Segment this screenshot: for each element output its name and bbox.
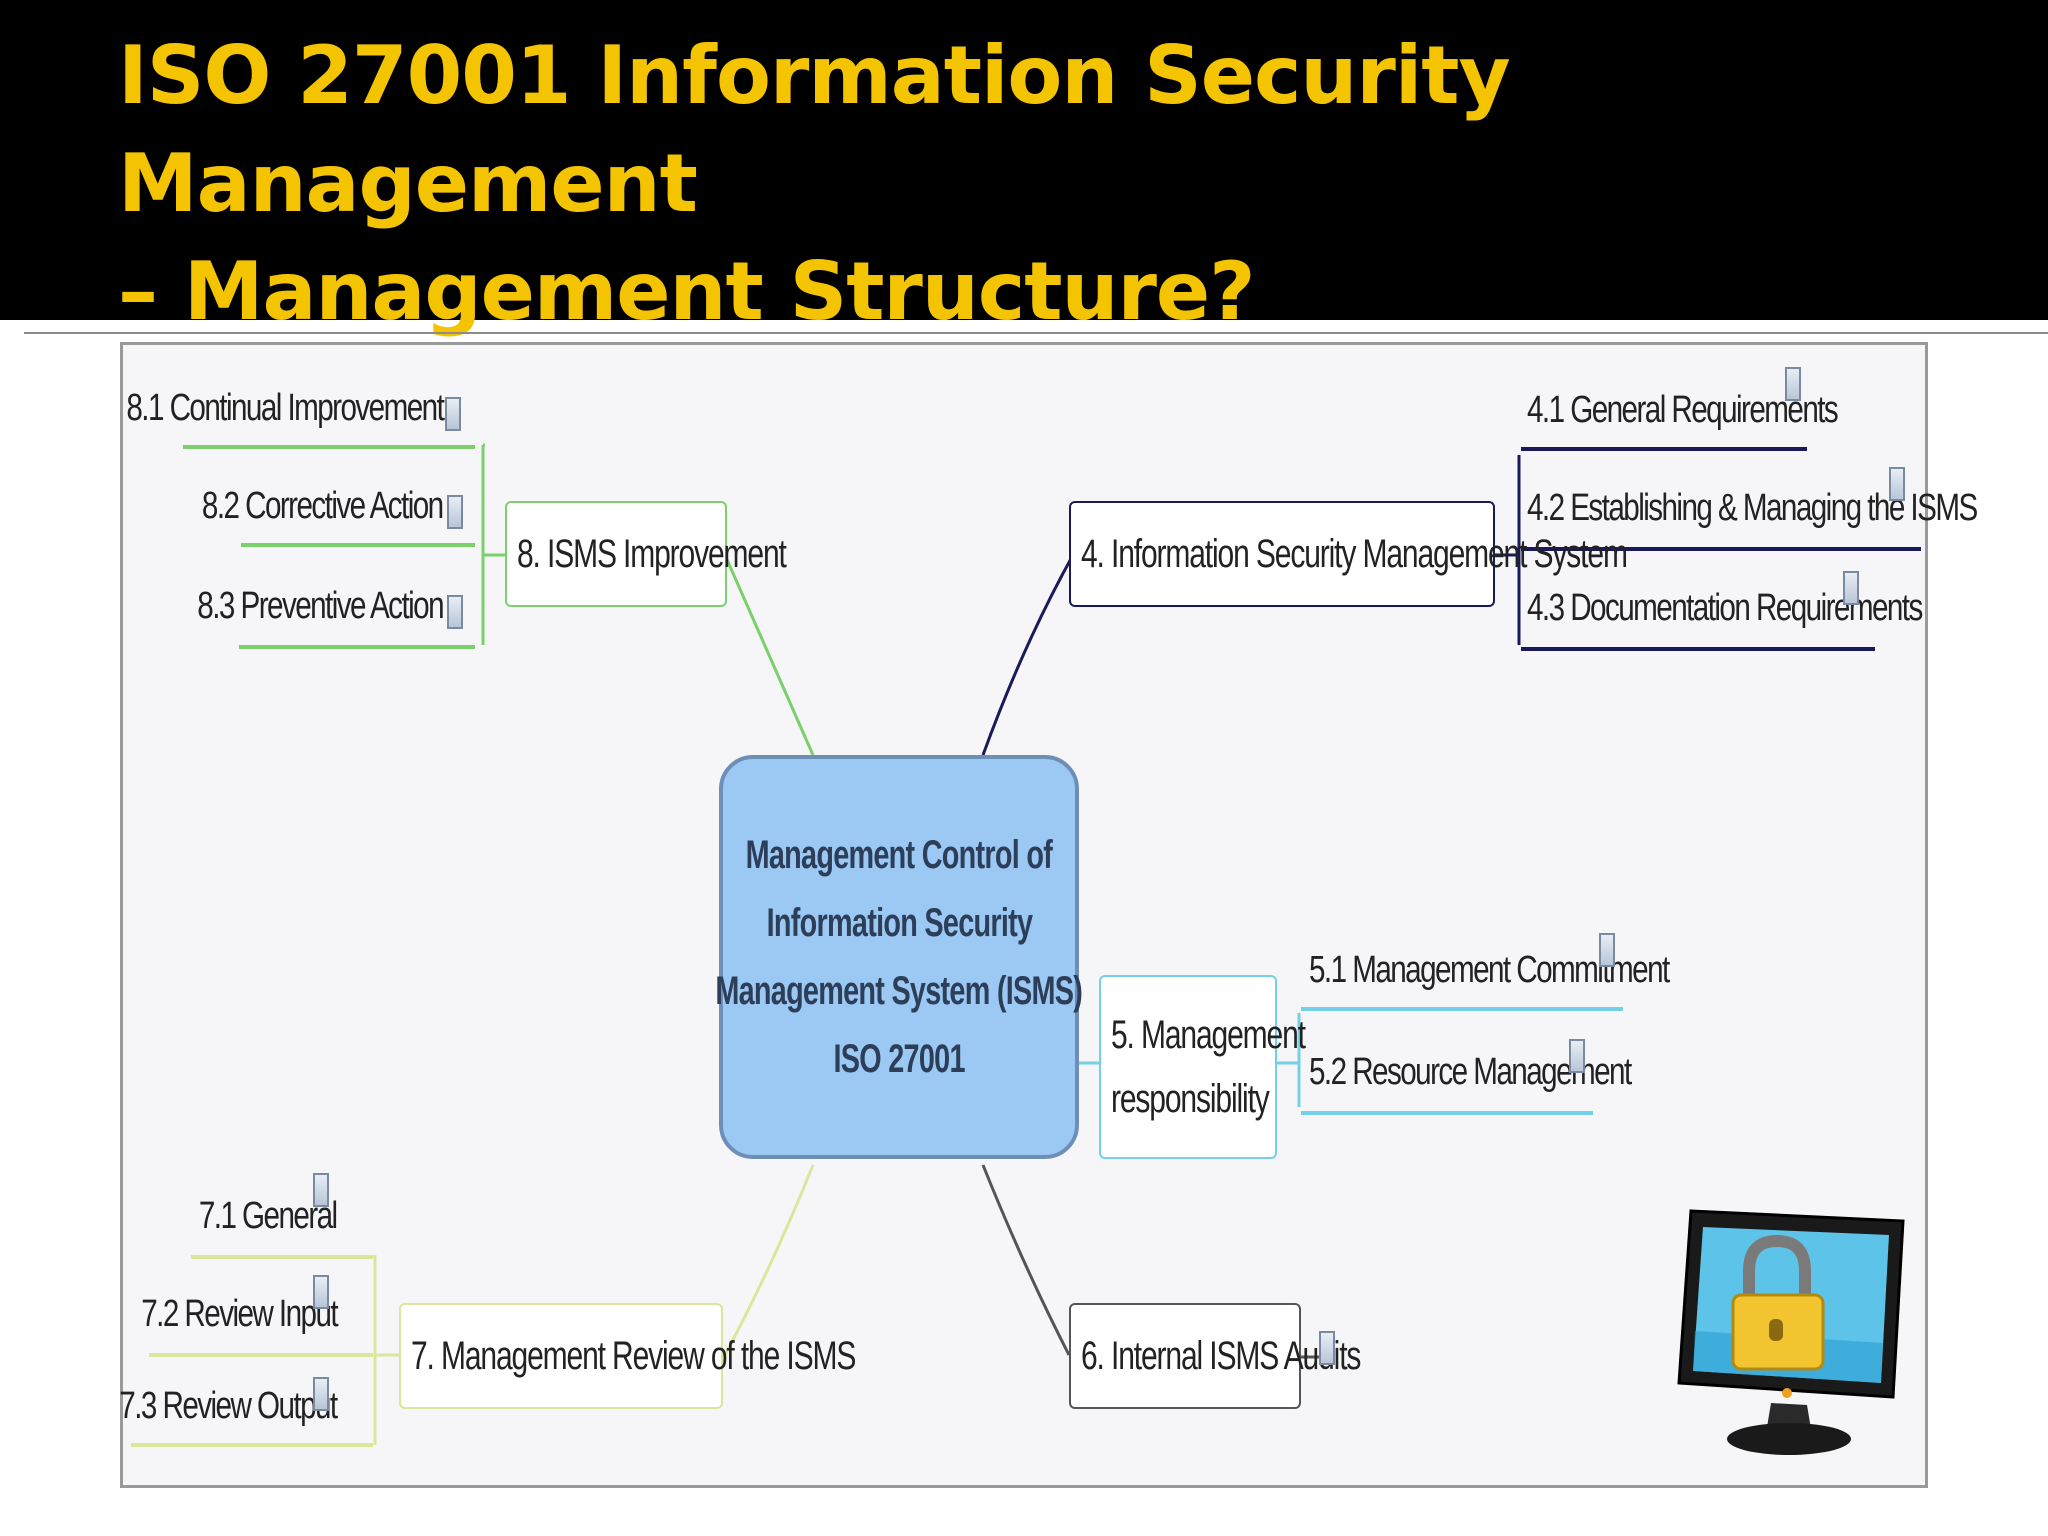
leaf-4-2: 4.2 Establishing & Managing the ISMS (1527, 487, 1977, 530)
document-icon (313, 1275, 329, 1309)
document-icon (313, 1377, 329, 1411)
title-divider (24, 332, 2048, 334)
node-isms-label: 4. Information Security Management Syste… (1081, 532, 1627, 577)
connector-7 (725, 1165, 813, 1355)
leaf-7-2: 7.2 Review Input (141, 1293, 337, 1336)
connector-4 (983, 555, 1073, 755)
leaf-8-3: 8.3 Preventive Action (197, 585, 443, 628)
node-management-review: 7. Management Review of the ISMS (399, 1303, 723, 1409)
document-icon (1319, 1331, 1335, 1365)
connector-8-children (483, 445, 505, 645)
node-management-responsibility-line-2: responsibility (1111, 1067, 1269, 1131)
connector-7-children (375, 1255, 399, 1445)
node-isms-improvement-label: 8. ISMS Improvement (517, 532, 786, 577)
connector-8 (725, 555, 813, 755)
leaf-4-3: 4.3 Documentation Requirements (1527, 587, 1922, 630)
node-isms: 4. Information Security Management Syste… (1069, 501, 1495, 607)
leaf-8-1: 8.1 Continual Improvement (126, 387, 443, 430)
central-line-2: Information Security (766, 889, 1032, 957)
node-isms-improvement: 8. ISMS Improvement (505, 501, 727, 607)
document-icon (1569, 1039, 1585, 1073)
central-line-1: Management Control of (746, 821, 1052, 889)
node-management-responsibility: 5. Management responsibility (1099, 975, 1277, 1159)
mindmap-frame: Management Control of Information Securi… (120, 342, 1928, 1488)
slide-title-bar: ISO 27001 Information Security Managemen… (0, 0, 2048, 320)
document-icon (445, 397, 461, 431)
document-icon (447, 495, 463, 529)
slide-title-line-2: – Management Structure? (118, 238, 1998, 346)
document-icon (1785, 367, 1801, 401)
central-node: Management Control of Information Securi… (719, 755, 1079, 1159)
document-icon (313, 1173, 329, 1207)
leaf-8-2: 8.2 Corrective Action (202, 485, 443, 528)
slide-title-line-1: ISO 27001 Information Security Managemen… (118, 22, 1998, 238)
node-management-review-label: 7. Management Review of the ISMS (411, 1334, 855, 1379)
slide-title: ISO 27001 Information Security Managemen… (118, 22, 1998, 346)
document-icon (1889, 467, 1905, 501)
document-icon (447, 595, 463, 629)
central-line-3: Management System (ISMS) (716, 957, 1083, 1025)
document-icon (1599, 933, 1615, 967)
central-line-4: ISO 27001 (833, 1025, 964, 1093)
node-management-responsibility-line-1: 5. Management (1111, 1003, 1305, 1067)
connector-6 (983, 1165, 1069, 1355)
node-internal-audits: 6. Internal ISMS Audits (1069, 1303, 1301, 1409)
document-icon (1843, 571, 1859, 605)
monitor-padlock-icon (1671, 1207, 1911, 1467)
leaf-7-3: 7.3 Review Output (120, 1385, 337, 1428)
